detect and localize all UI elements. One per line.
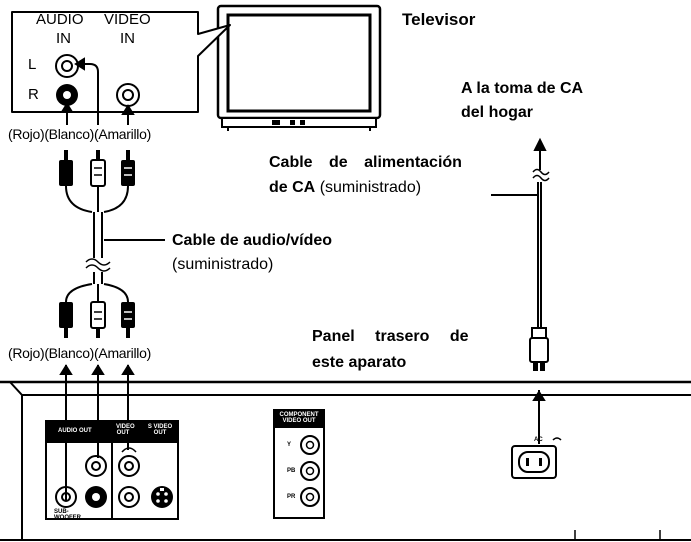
outlet-label-line1: A la toma de CA	[461, 80, 584, 97]
av-cable-label-line1: Cable de audio/vídeo	[172, 232, 333, 249]
tv-audio-label: AUDIO	[36, 11, 84, 28]
av-cable-top-plugs	[59, 150, 135, 187]
cable-colors-top: (Rojo)(Blanco)(Amarillo)	[8, 126, 151, 142]
component-pr-jack[interactable]	[300, 487, 320, 507]
tv-left-channel-label: L	[28, 56, 37, 73]
av-cable-label-line2: (suministrado)	[172, 256, 274, 273]
video-out-label: VIDEO OUT	[116, 424, 135, 436]
s-video-out-label: S VIDEO OUT	[147, 424, 173, 436]
ac-label: AC	[534, 437, 543, 443]
av-cable-bottom-plugs	[59, 301, 135, 338]
cable-colors-bottom: (Rojo)(Blanco)(Amarillo)	[8, 345, 151, 361]
television	[216, 4, 382, 131]
unit-video-out-jack-2[interactable]	[118, 486, 140, 508]
outlet-label-line2: del hogar	[461, 104, 534, 121]
power-cable-label-line1: Cable de alimentación	[269, 154, 462, 171]
tv-audio-l-jack[interactable]	[55, 54, 79, 78]
unit-rear-panel	[0, 380, 691, 541]
ac-symbol-icon	[552, 437, 562, 441]
tv-video-label: VIDEO	[104, 11, 151, 28]
power-cable-label-line2: de CA (suministrado)	[269, 179, 421, 197]
power-cable	[529, 137, 550, 444]
power-cable-label-rest: (suministrado)	[319, 179, 422, 196]
power-cable-label-bold: de CA	[269, 179, 316, 196]
component-video-out-label: COMPONENT VIDEO OUT	[279, 412, 319, 424]
unit-audio-out-r-jack[interactable]	[85, 486, 107, 508]
av-cable-bundle	[65, 185, 129, 303]
component-pb-label: PB	[287, 468, 296, 474]
component-pr-label: PR	[287, 494, 296, 500]
audio-out-label: AUDIO OUT	[58, 428, 92, 434]
component-pb-jack[interactable]	[300, 461, 320, 481]
rear-panel-label-line2: este aparato	[312, 354, 407, 371]
unit-connection-lines	[59, 364, 135, 500]
unit-video-out-jack[interactable]	[118, 455, 140, 477]
unit-s-video-out-jack[interactable]	[151, 486, 173, 508]
tv-connection-arrows	[60, 57, 135, 125]
rear-panel-label-line1: Panel trasero de	[312, 328, 469, 345]
component-y-jack[interactable]	[300, 435, 320, 455]
tv-audio-r-jack[interactable]	[56, 84, 78, 106]
component-y-label: Y	[287, 442, 292, 448]
tv-video-in-label: IN	[120, 30, 135, 47]
tv-video-in-jack[interactable]	[116, 83, 140, 107]
tv-label: Televisor	[402, 10, 476, 29]
tv-right-channel-label: R	[28, 86, 39, 103]
unit-audio-out-l-jack[interactable]	[85, 455, 107, 477]
tv-audio-in-label: IN	[56, 30, 71, 47]
ac-inlet[interactable]	[511, 445, 557, 479]
subwoofer-label: SUB-WOOFER	[54, 509, 81, 521]
